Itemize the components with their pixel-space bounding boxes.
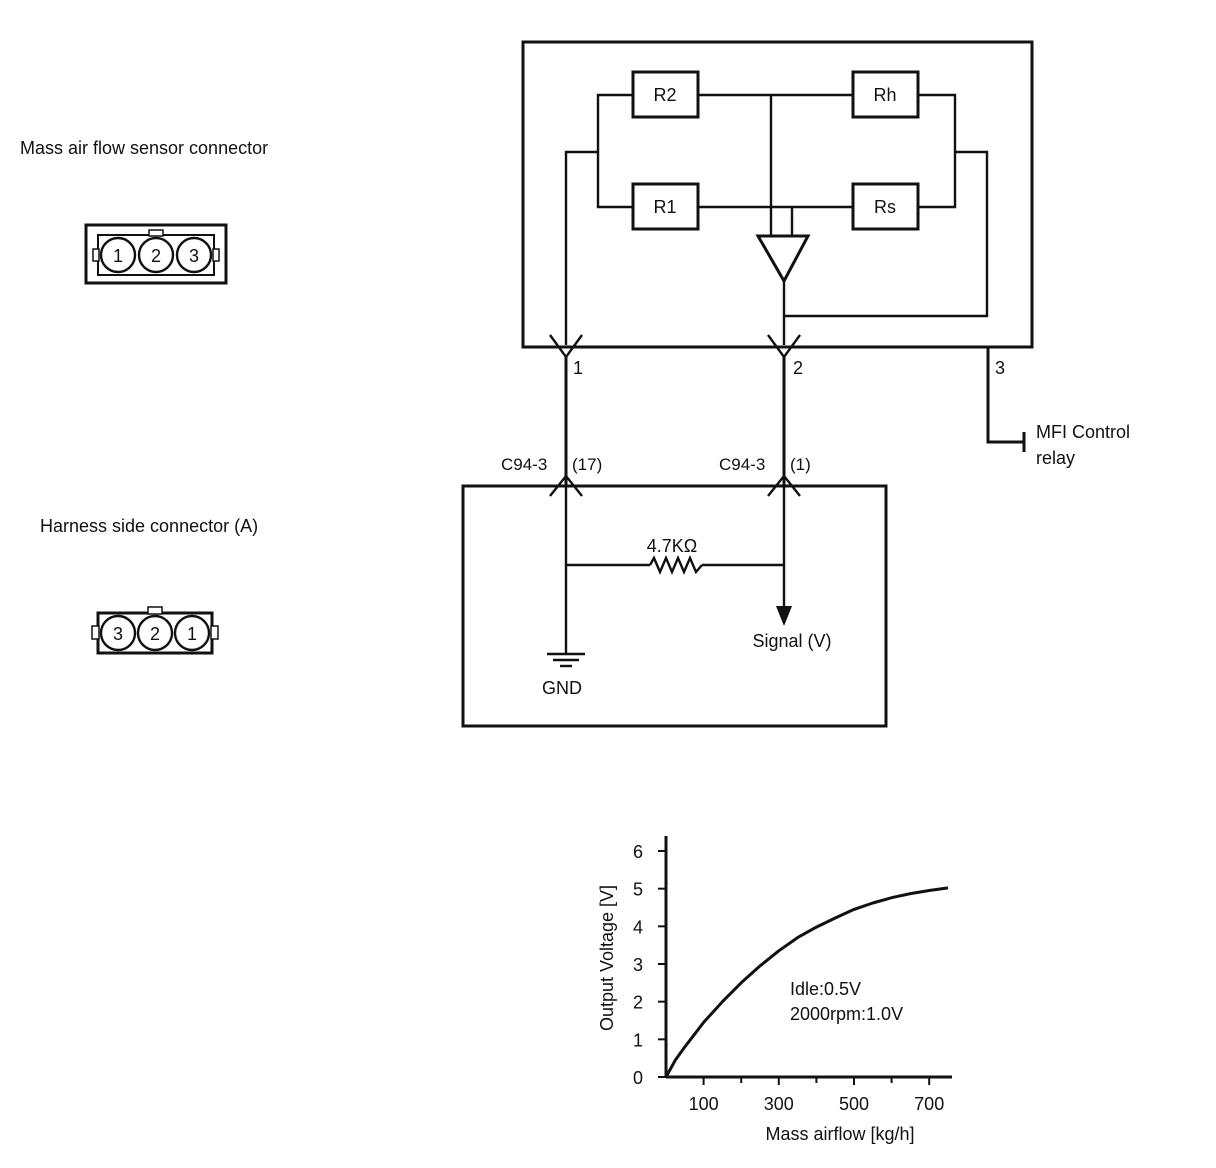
sensor-pin-1: 1 — [113, 246, 123, 266]
signal-arrow-icon — [776, 606, 792, 626]
y-tick-label: 3 — [633, 955, 643, 975]
c94-left-label: C94-3 — [501, 455, 547, 474]
harness-connector-title: Harness side connector (A) — [40, 516, 258, 536]
c94-1-marker — [767, 474, 801, 497]
sensor-pin-3: 3 — [189, 246, 199, 266]
x-tick-label: 500 — [839, 1094, 869, 1114]
mfi-relay-label-2: relay — [1036, 448, 1075, 468]
annotation-2000rpm: 2000rpm:1.0V — [790, 1004, 903, 1024]
y-tick-label: 0 — [633, 1068, 643, 1088]
sensor-pin-2: 2 — [151, 246, 161, 266]
ground-icon — [547, 652, 585, 668]
sensor-connector-icon — [84, 223, 228, 285]
harness-pin-2: 2 — [150, 624, 160, 644]
mfi-relay-wire — [986, 347, 1024, 444]
x-tick-label: 300 — [764, 1094, 794, 1114]
bridge-wiring — [564, 93, 989, 345]
c94-left-pin-label: (17) — [572, 455, 602, 474]
resistor-rh-label: Rh — [873, 85, 896, 105]
harness-connector-icon — [91, 606, 219, 655]
annotation-idle: Idle:0.5V — [790, 979, 861, 999]
series-line — [664, 886, 949, 1078]
y-tick-label: 6 — [633, 842, 643, 862]
y-axis-label: Output Voltage [V] — [597, 885, 617, 1031]
x-tick-label: 700 — [914, 1094, 944, 1114]
signal-label: Signal (V) — [752, 631, 831, 651]
gnd-label: GND — [542, 678, 582, 698]
sensor-connector-title: Mass air flow sensor connector — [20, 138, 268, 158]
c94-right-pin-label: (1) — [790, 455, 811, 474]
y-tick-label: 4 — [633, 917, 643, 937]
ecm-wiring — [564, 486, 786, 654]
pin-2-label: 2 — [793, 358, 803, 378]
y-tick-label: 1 — [633, 1030, 643, 1050]
y-tick-label: 5 — [633, 880, 643, 900]
pin-1-label: 1 — [573, 358, 583, 378]
resistor-r2-label: R2 — [653, 85, 676, 105]
x-tick-label: 100 — [689, 1094, 719, 1114]
c94-right-label: C94-3 — [719, 455, 765, 474]
harness-pin-3: 3 — [113, 624, 123, 644]
resistor-4-7k-label: 4.7KΩ — [647, 536, 697, 556]
resistor-r1 — [631, 182, 700, 231]
resistor-rh — [851, 70, 920, 119]
ecm-box — [461, 484, 888, 728]
amplifier-icon — [755, 234, 811, 285]
mfi-relay-label-1: MFI Control — [1036, 422, 1130, 442]
pin-3-label: 3 — [995, 358, 1005, 378]
resistor-rs — [851, 182, 920, 231]
x-axis-label: Mass airflow [kg/h] — [765, 1124, 914, 1144]
harness-pin-1: 1 — [187, 624, 197, 644]
y-tick-label: 2 — [633, 993, 643, 1013]
resistor-r1-label: R1 — [653, 197, 676, 217]
resistor-r2 — [631, 70, 700, 119]
c94-17-marker — [549, 474, 583, 497]
resistor-4-7k — [648, 554, 703, 576]
resistor-rs-label: Rs — [874, 197, 896, 217]
